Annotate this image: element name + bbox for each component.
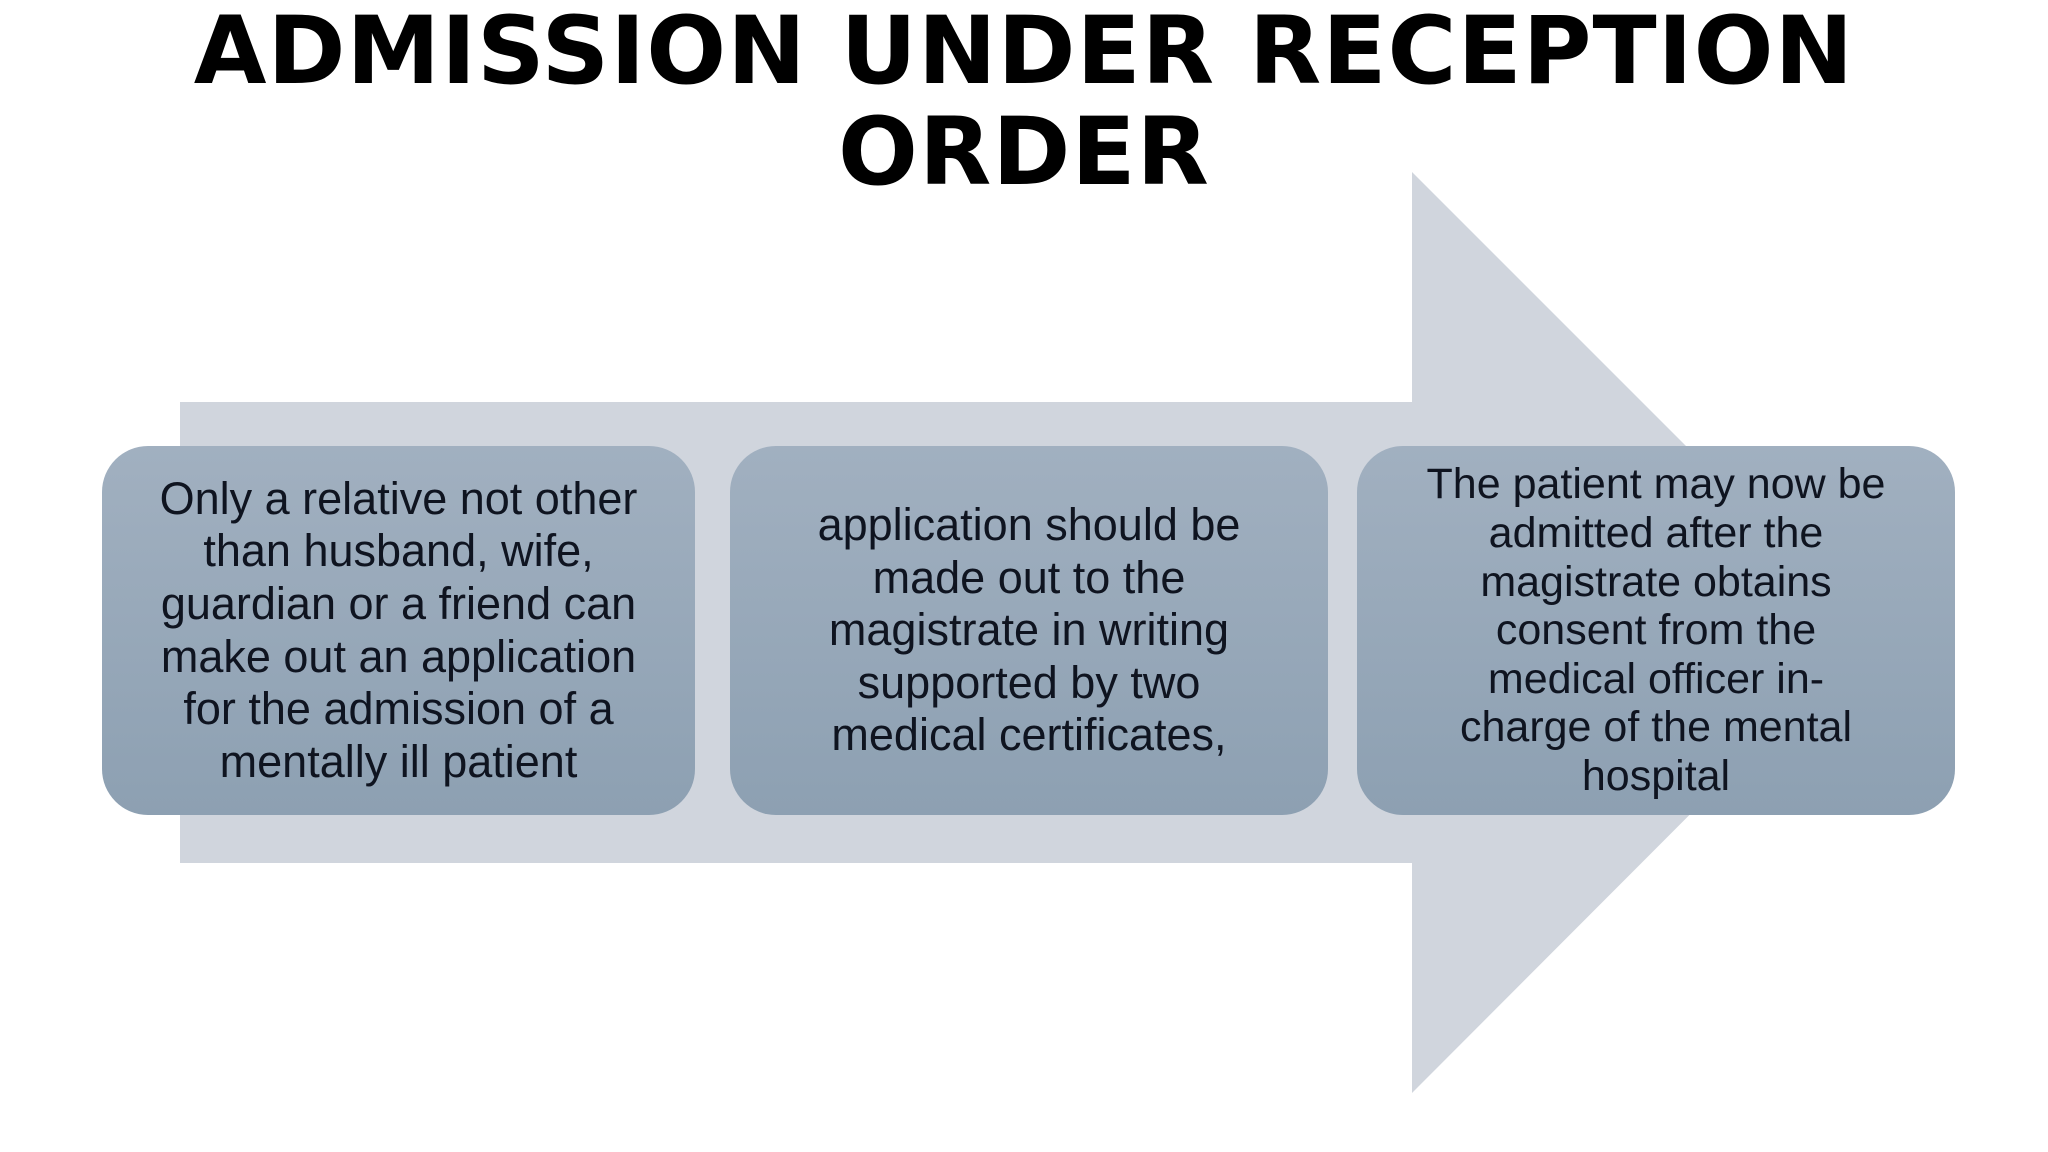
step-box-1: Only a relative not other than husband, …: [102, 446, 695, 815]
step-3-text: The patient may now be admitted after th…: [1426, 460, 1886, 800]
step-1-text: Only a relative not other than husband, …: [159, 472, 638, 787]
step-2-text: application should be made out to the ma…: [817, 498, 1241, 761]
page-title: ADMISSION UNDER RECEPTION ORDER: [193, 0, 1855, 207]
step-box-2: application should be made out to the ma…: [730, 446, 1328, 815]
step-box-3: The patient may now be admitted after th…: [1357, 446, 1955, 815]
